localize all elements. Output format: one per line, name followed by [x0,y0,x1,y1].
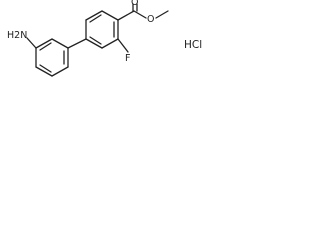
methyl-bond [155,10,169,19]
ester-bond [133,10,147,19]
amine-label: H2N [7,30,27,41]
fluorine-bond [117,38,129,53]
ester-oxygen-label: O [147,14,154,25]
benzoate-ring [85,10,119,49]
biaryl-bond [67,38,87,49]
salt-label: HCl [184,39,202,51]
fluorine-label: F [125,53,130,64]
carbonyl-oxygen-label: O [131,0,138,8]
aminophenyl-ring [35,38,69,77]
structure-diagram: H2N F O O HCl [7,0,202,77]
carbonyl-bond [117,10,135,21]
amine-bond [26,37,37,49]
